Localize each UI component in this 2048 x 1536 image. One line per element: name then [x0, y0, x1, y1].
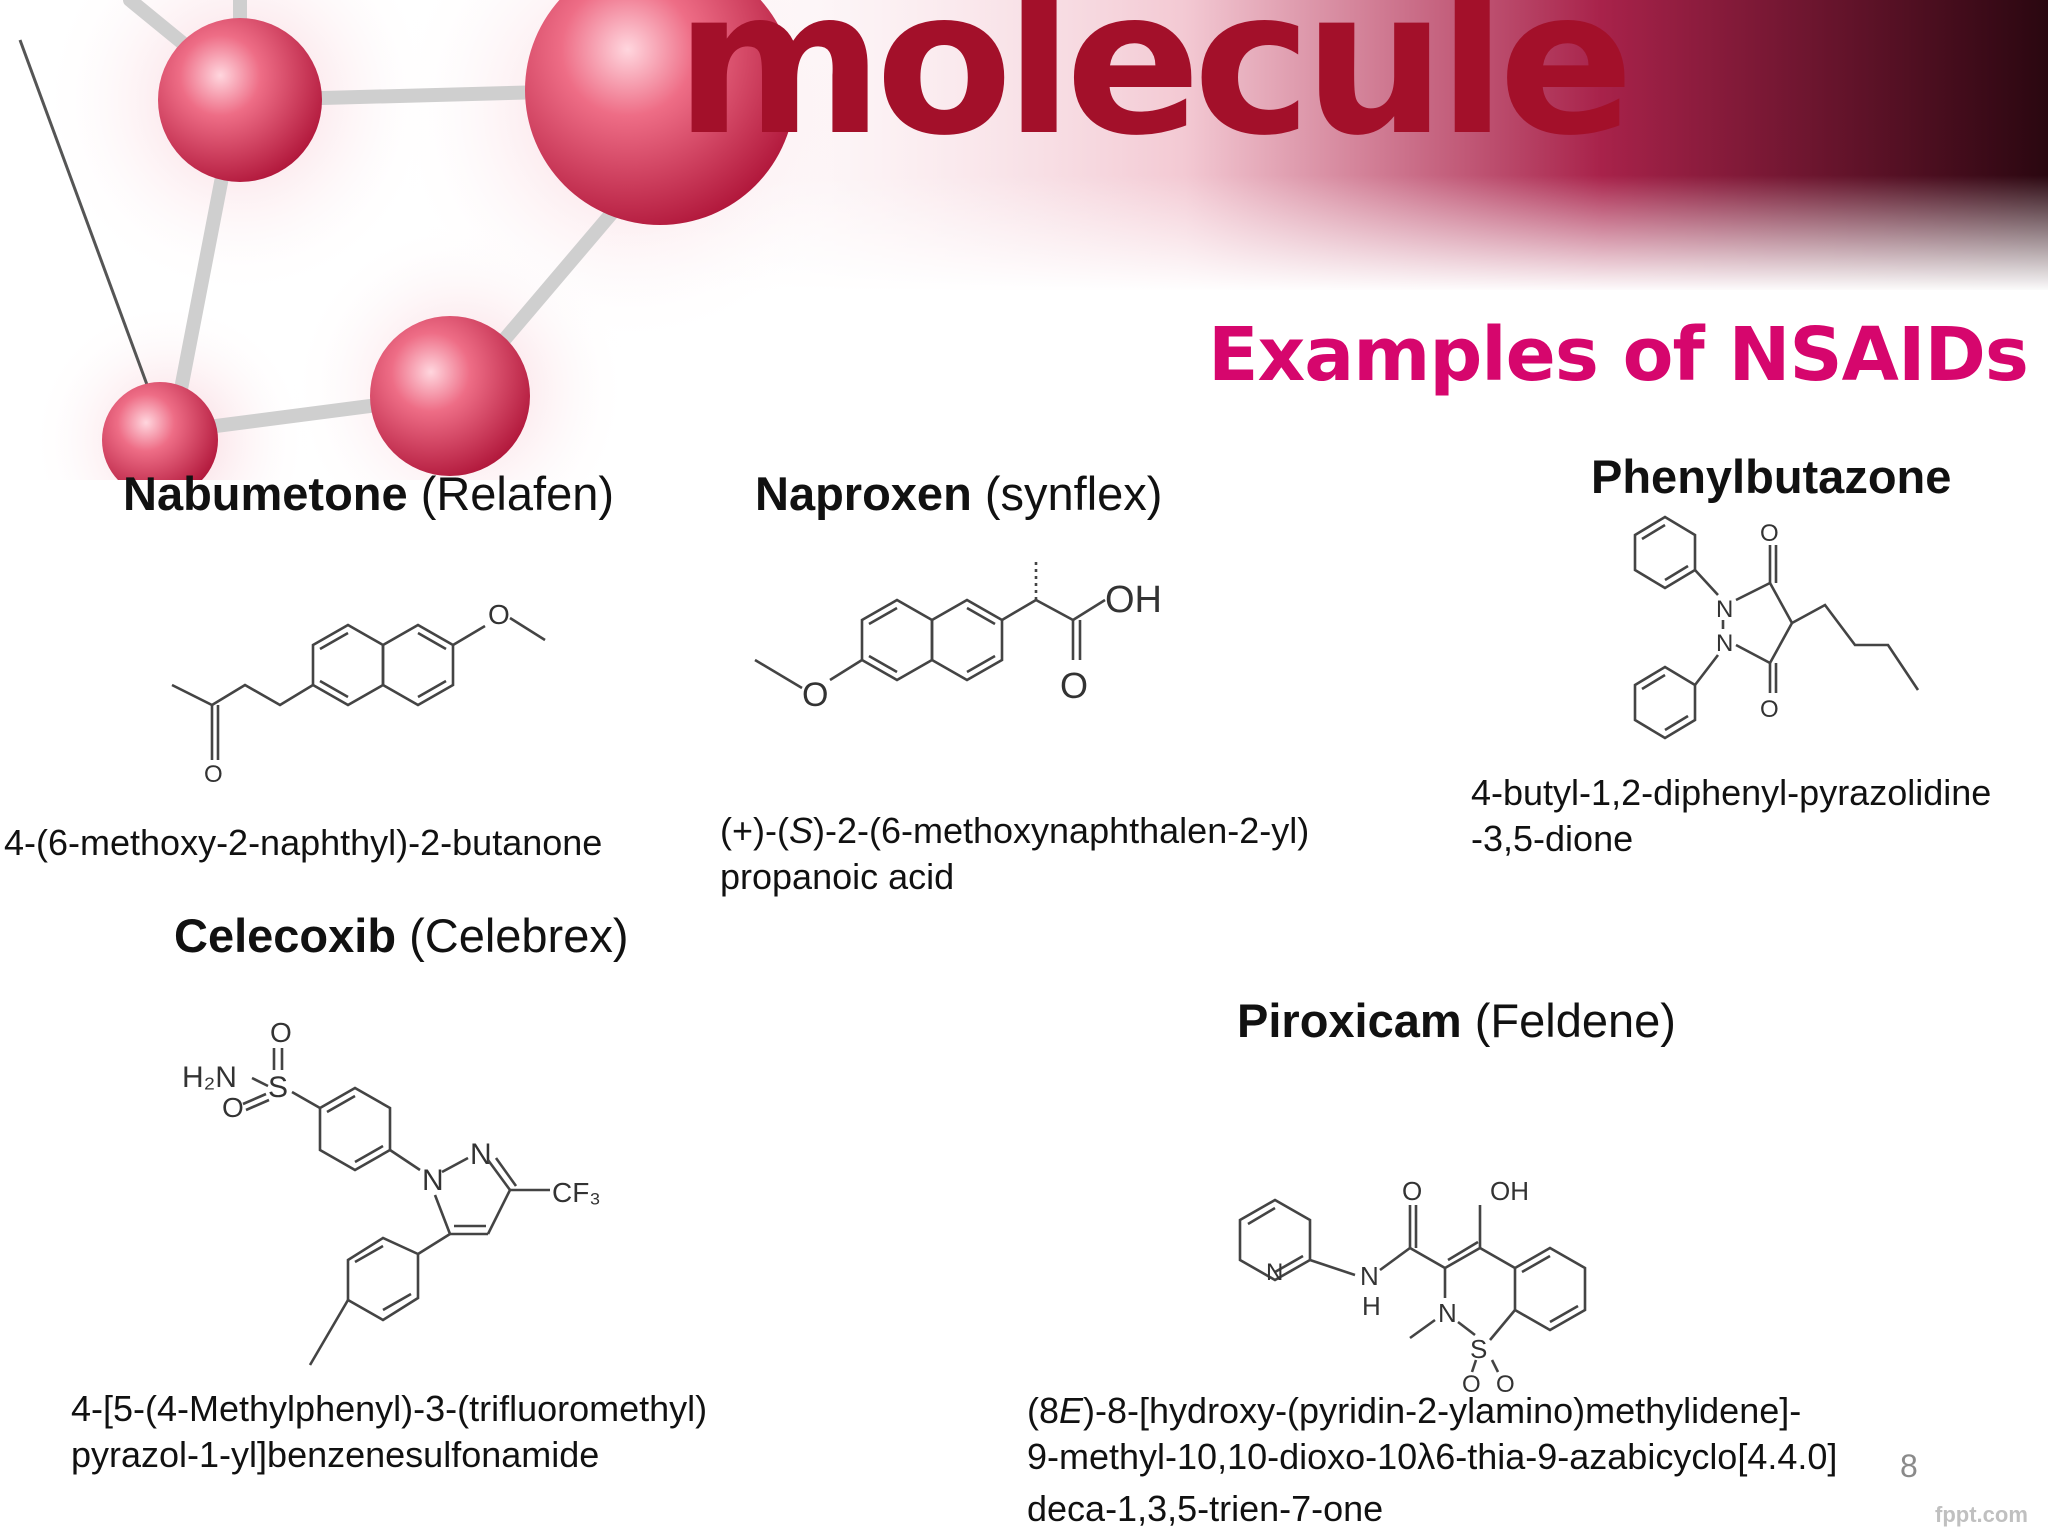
drug-heading-phenylbutazone: Phenylbutazone	[1591, 449, 1951, 504]
atom-n1: N	[422, 1164, 444, 1197]
drug-heading-naproxen: Naproxen (synflex)	[755, 466, 1162, 521]
iupac-naproxen-line2: propanoic acid	[720, 856, 955, 897]
drug-brand: (synflex)	[971, 467, 1163, 520]
slide-number: 8	[1900, 1448, 1918, 1484]
structure-naproxen: O O OH	[754, 560, 1162, 714]
atom-amine: H₂N	[182, 1061, 237, 1094]
drug-brand: (Relafen)	[407, 467, 614, 520]
iupac-nabumetone: 4-(6-methoxy-2-naphthyl)-2-butanone	[4, 822, 603, 863]
molecule-sphere-1	[158, 18, 322, 182]
atom-oh: OH	[1105, 579, 1162, 621]
drug-brand: (Celebrex)	[396, 909, 629, 962]
molecule-sphere-4	[525, 0, 795, 225]
atom-o-ketone: O	[204, 761, 223, 788]
atom-oh: OH	[1490, 1176, 1529, 1206]
structure-nabumetone: O O	[171, 599, 546, 788]
atom-s: S	[268, 1071, 288, 1104]
molecule-sphere-3	[370, 316, 530, 476]
header-banner: molecule	[18, 0, 2048, 480]
atom-o-carbonyl: O	[1060, 665, 1088, 706]
iupac-piroxicam-line1: (8E)-8-[hydroxy-(pyridin-2-ylamino)methy…	[1027, 1390, 1802, 1431]
atom-o-top: O	[270, 1017, 292, 1048]
atom-o1: O	[1462, 1371, 1481, 1398]
iupac-phenylbutazone-line2: -3,5-dione	[1471, 818, 1634, 859]
atom-s: S	[1470, 1334, 1487, 1364]
drug-brand: (Feldene)	[1461, 994, 1676, 1047]
atom-o-top: O	[1760, 520, 1779, 547]
iupac-naproxen-line1: (+)-(S)-2-(6-methoxynaphthalen-2-yl)	[720, 810, 1310, 851]
atom-o-ether: O	[488, 599, 510, 630]
drug-heading-piroxicam: Piroxicam (Feldene)	[1237, 993, 1676, 1048]
drug-name: Phenylbutazone	[1591, 450, 1952, 503]
atom-n2: N	[1716, 630, 1733, 657]
atom-o-left: O	[222, 1092, 244, 1123]
header-wordmark: molecule	[675, 0, 1626, 180]
drug-name: Piroxicam	[1237, 994, 1462, 1047]
structure-phenylbutazone: N N O O	[1633, 515, 1920, 740]
atom-o-ether: O	[802, 676, 828, 714]
atom-n2: N	[470, 1138, 492, 1171]
atom-cf3: CF₃	[552, 1177, 601, 1208]
iupac-piroxicam-line3: deca-1,3,5-trien-7-one	[1027, 1488, 1384, 1529]
atom-o2: O	[1496, 1371, 1515, 1398]
atom-nh-h: H	[1362, 1291, 1381, 1321]
atom-n-ring: N	[1438, 1298, 1457, 1328]
atom-n-pyridine: N	[1266, 1259, 1283, 1286]
structure-piroxicam: N N H O OH N S O O	[1238, 1176, 1587, 1398]
atom-o-bottom: O	[1760, 696, 1779, 723]
drug-name: Nabumetone	[123, 467, 408, 520]
iupac-celecoxib-line2: pyrazol-1-yl]benzenesulfonamide	[71, 1434, 600, 1475]
iupac-phenylbutazone-line1: 4-butyl-1,2-diphenyl-pyrazolidine	[1471, 772, 1992, 813]
atom-nh-n: N	[1360, 1261, 1379, 1291]
iupac-piroxicam-line2: 9-methyl-10,10-dioxo-10λ6-thia-9-azabicy…	[1027, 1436, 1838, 1477]
iupac-celecoxib-line1: 4-[5-(4-Methylphenyl)-3-(trifluoromethyl…	[71, 1388, 708, 1429]
drug-name: Celecoxib	[174, 909, 397, 962]
drug-name: Naproxen	[755, 467, 972, 520]
molecule-sphere-2	[102, 382, 218, 480]
structure-celecoxib: H₂N S O O N N CF₃	[182, 1017, 601, 1366]
slide-title: Examples of NSAIDs	[1208, 312, 2029, 398]
atom-o-amide: O	[1402, 1176, 1422, 1206]
drug-heading-nabumetone: Nabumetone (Relafen)	[123, 466, 614, 521]
brand-watermark: fppt.com	[1935, 1502, 2028, 1527]
atom-n1: N	[1716, 596, 1733, 623]
drug-heading-celecoxib: Celecoxib (Celebrex)	[174, 908, 629, 963]
